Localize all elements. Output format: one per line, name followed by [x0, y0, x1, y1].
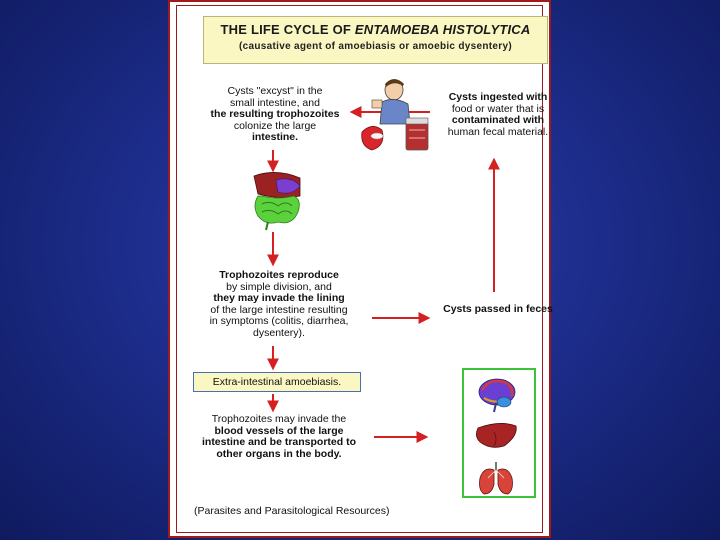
diagram-subtitle: (causative agent of amoebiasis or amoebi…	[239, 41, 512, 52]
person-eating-icon	[361, 79, 429, 151]
step-reproduce-text: Trophozoites reproduce by simple divisio…	[190, 269, 368, 339]
ingested-line-2: food or water that is	[451, 102, 545, 115]
excyst-line-2: small intestine, and	[230, 96, 320, 109]
excyst-line-1: Cysts "excyst" in the	[227, 85, 323, 97]
slide-frame	[168, 0, 551, 538]
invade-line-1: Trophozoites may invade the	[211, 413, 347, 425]
extra-intestinal-box: Extra-intestinal amoebiasis.	[193, 372, 361, 392]
step-invade-text: Trophozoites may invade the blood vessel…	[188, 413, 370, 460]
invade-line-4: other organs in the body.	[216, 447, 342, 460]
ingested-line-1: Cysts ingested with	[448, 91, 548, 103]
excyst-line-3: the resulting trophozoites	[210, 108, 340, 120]
organ-box	[462, 368, 536, 498]
ingested-line-3: contaminated with	[451, 114, 545, 126]
title-prefix: THE LIFE CYCLE OF	[220, 22, 355, 37]
step-feces-text: Cysts passed in feces	[443, 303, 553, 315]
credit-text: (Parasites and Parasitological Resources…	[194, 505, 390, 517]
lungs-icon	[479, 462, 513, 495]
step-excyst-text: Cysts "excyst" in the small intestine, a…	[200, 85, 350, 144]
liver-icon	[476, 423, 517, 448]
reproduce-line-5: in symptoms (colitis, diarrhea,	[209, 315, 349, 327]
excyst-line-4: colonize the large	[233, 119, 317, 132]
invade-line-2: blood vessels of the large	[214, 424, 344, 437]
slide-inner-border	[176, 5, 543, 533]
excyst-line-5: intestine.	[251, 131, 299, 143]
reproduce-line-3: they may invade the lining	[213, 292, 345, 304]
reproduce-line-1: Trophozoites reproduce	[219, 269, 339, 281]
title-species: ENTAMOEBA HISTOLYTICA	[354, 22, 531, 37]
reproduce-line-6: dysentery).	[253, 326, 305, 339]
ingested-line-4: human fecal material.	[447, 125, 549, 138]
intestine-icon	[253, 172, 301, 231]
title-box: THE LIFE CYCLE OF ENTAMOEBA HISTOLYTICA …	[203, 16, 548, 64]
diagram-title: THE LIFE CYCLE OF ENTAMOEBA HISTOLYTICA	[204, 22, 547, 37]
invade-line-3: intestine and be transported to	[201, 436, 356, 448]
brain-icon	[478, 378, 516, 413]
step-ingested-text: Cysts ingested with food or water that i…	[436, 91, 560, 138]
reproduce-line-4: of the large intestine resulting	[210, 303, 348, 316]
reproduce-line-2: by simple division, and	[226, 280, 332, 293]
